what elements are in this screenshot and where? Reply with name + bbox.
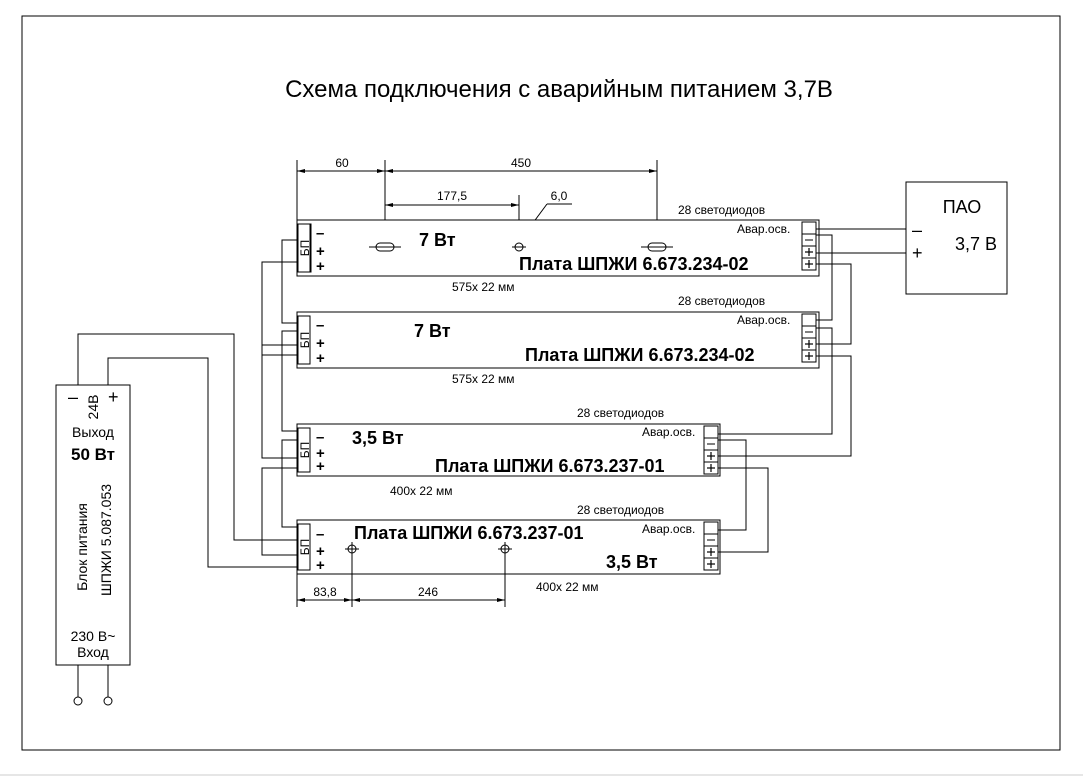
pao-minus: – <box>912 220 922 240</box>
board-4-left-plus-b: + <box>316 557 325 574</box>
psu-name-line2: ШПЖИ 5.087.053 <box>98 484 114 596</box>
board-3-left-plus-b: + <box>316 458 325 475</box>
board-4: БП – + + Плата ШПЖИ 6.673.237-01 3,5 Вт … <box>296 503 721 594</box>
board-3-leds: 28 светодиодов <box>577 406 664 420</box>
psu-output-power: 50 Вт <box>71 445 115 464</box>
board-1-round-hole <box>512 242 526 252</box>
board-3-emergency: Авар.осв. <box>642 425 695 439</box>
board-2-size: 575х 22 мм <box>452 372 515 386</box>
board-4-left-minus: – <box>316 526 324 543</box>
pao-box: ПАО 3,7 В – + <box>905 181 1008 295</box>
supply-wiring <box>77 239 297 568</box>
psu-input-voltage: 230 В~ <box>71 628 116 644</box>
board-3-power: 3,5 Вт <box>352 428 404 448</box>
board-1-leds: 28 светодиодов <box>678 203 765 217</box>
dim-60: 60 <box>335 156 349 170</box>
pao-plus: + <box>912 243 923 263</box>
dim-246: 246 <box>418 585 438 599</box>
board-4-power: 3,5 Вт <box>606 552 658 572</box>
power-supply-box: – + 24В Выход 50 Вт Блок питания ШПЖИ 5.… <box>55 384 131 706</box>
pao-voltage: 3,7 В <box>955 234 997 254</box>
board-1-emergency: Авар.осв. <box>737 222 790 236</box>
board-4-name: Плата ШПЖИ 6.673.237-01 <box>354 523 584 543</box>
diagram-title: Схема подключения с аварийным питанием 3… <box>285 76 833 103</box>
input-terminal-1 <box>73 696 83 706</box>
board-2: БП – + + 7 Вт Плата ШПЖИ 6.673.234-02 28… <box>296 294 820 386</box>
board-2-terminal-label: БП <box>298 332 312 349</box>
board-3-terminal-label: БП <box>298 442 312 459</box>
psu-name-line1: Блок питания <box>74 503 90 591</box>
board-2-power: 7 Вт <box>414 321 451 341</box>
psu-voltage: 24В <box>85 395 101 420</box>
emergency-wiring <box>718 228 906 553</box>
psu-input-label: Вход <box>77 644 109 660</box>
board-1-name: Плата ШПЖИ 6.673.234-02 <box>519 254 749 274</box>
board-4-terminal-label: БП <box>298 539 312 556</box>
board-2-emergency: Авар.осв. <box>737 313 790 327</box>
drawing-frame <box>21 15 1061 751</box>
board-4-round-hole-2 <box>498 542 512 556</box>
input-terminal-2 <box>103 696 113 706</box>
bottom-dimensions: 83,8 246 <box>296 556 506 607</box>
psu-plus: + <box>108 387 119 407</box>
board-2-left-plus-a: + <box>316 335 325 352</box>
board-2-left-plus-b: + <box>316 350 325 367</box>
board-1: БП – + + 7 Вт Плата ШПЖИ 6.673.234-02 28… <box>296 203 820 294</box>
board-1-terminal-label: БП <box>298 240 312 257</box>
board-2-left-minus: – <box>316 317 324 334</box>
dim-450: 450 <box>511 156 531 170</box>
pao-name: ПАО <box>943 197 982 217</box>
dim-83-8: 83,8 <box>313 585 337 599</box>
board-1-slot-hole <box>369 242 401 252</box>
board-1-size: 575х 22 мм <box>452 280 515 294</box>
board-3-left-minus: – <box>316 429 324 446</box>
dim-hole-6: 6,0 <box>551 189 568 203</box>
board-1-left-plus-a: + <box>316 243 325 260</box>
board-3-name: Плата ШПЖИ 6.673.237-01 <box>435 456 665 476</box>
psu-minus: – <box>68 387 78 407</box>
board-2-name: Плата ШПЖИ 6.673.234-02 <box>525 345 755 365</box>
board-4-round-hole <box>345 542 359 556</box>
dim-177-5: 177,5 <box>437 189 467 203</box>
board-2-leds: 28 светодиодов <box>678 294 765 308</box>
top-dimensions: 60 450 177,5 6,0 <box>296 156 658 263</box>
board-4-emergency: Авар.осв. <box>642 522 695 536</box>
board-4-left-plus-a: + <box>316 543 325 560</box>
board-4-size: 400х 22 мм <box>536 580 599 594</box>
board-3-size: 400х 22 мм <box>390 484 453 498</box>
board-1-slot-hole-2 <box>641 242 673 252</box>
board-3: БП – + + 3,5 Вт Плата ШПЖИ 6.673.237-01 … <box>296 406 721 498</box>
board-1-left-minus: – <box>316 225 324 242</box>
board-1-left-plus-b: + <box>316 258 325 275</box>
psu-output-label: Выход <box>72 424 114 440</box>
board-4-leds: 28 светодиодов <box>577 503 664 517</box>
board-1-power: 7 Вт <box>419 230 456 250</box>
board-3-left-plus-a: + <box>316 445 325 462</box>
